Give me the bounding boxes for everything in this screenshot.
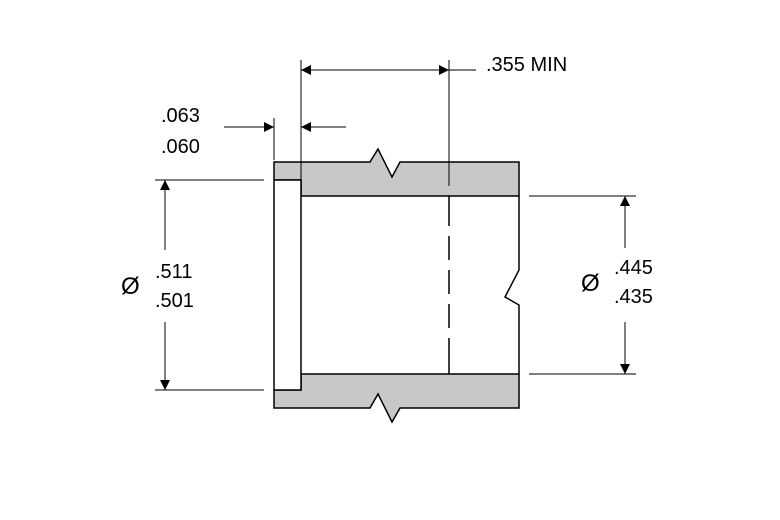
id-min-value: .435 — [614, 286, 653, 308]
flange-thickness-max: .063 — [161, 105, 200, 127]
od-max-value: .511 — [155, 261, 192, 283]
flange-thickness-min: .060 — [161, 136, 200, 158]
flange — [273, 179, 302, 391]
right-break-line — [504, 196, 520, 374]
length-min-label: .355 MIN — [486, 54, 567, 76]
od-min-value: .501 — [155, 290, 194, 312]
id-max-value: .445 — [614, 257, 653, 279]
top-wall-section — [273, 147, 520, 197]
od-diameter-symbol: Ø — [121, 273, 140, 300]
bottom-wall-section — [273, 373, 520, 424]
id-diameter-symbol: Ø — [581, 270, 600, 297]
